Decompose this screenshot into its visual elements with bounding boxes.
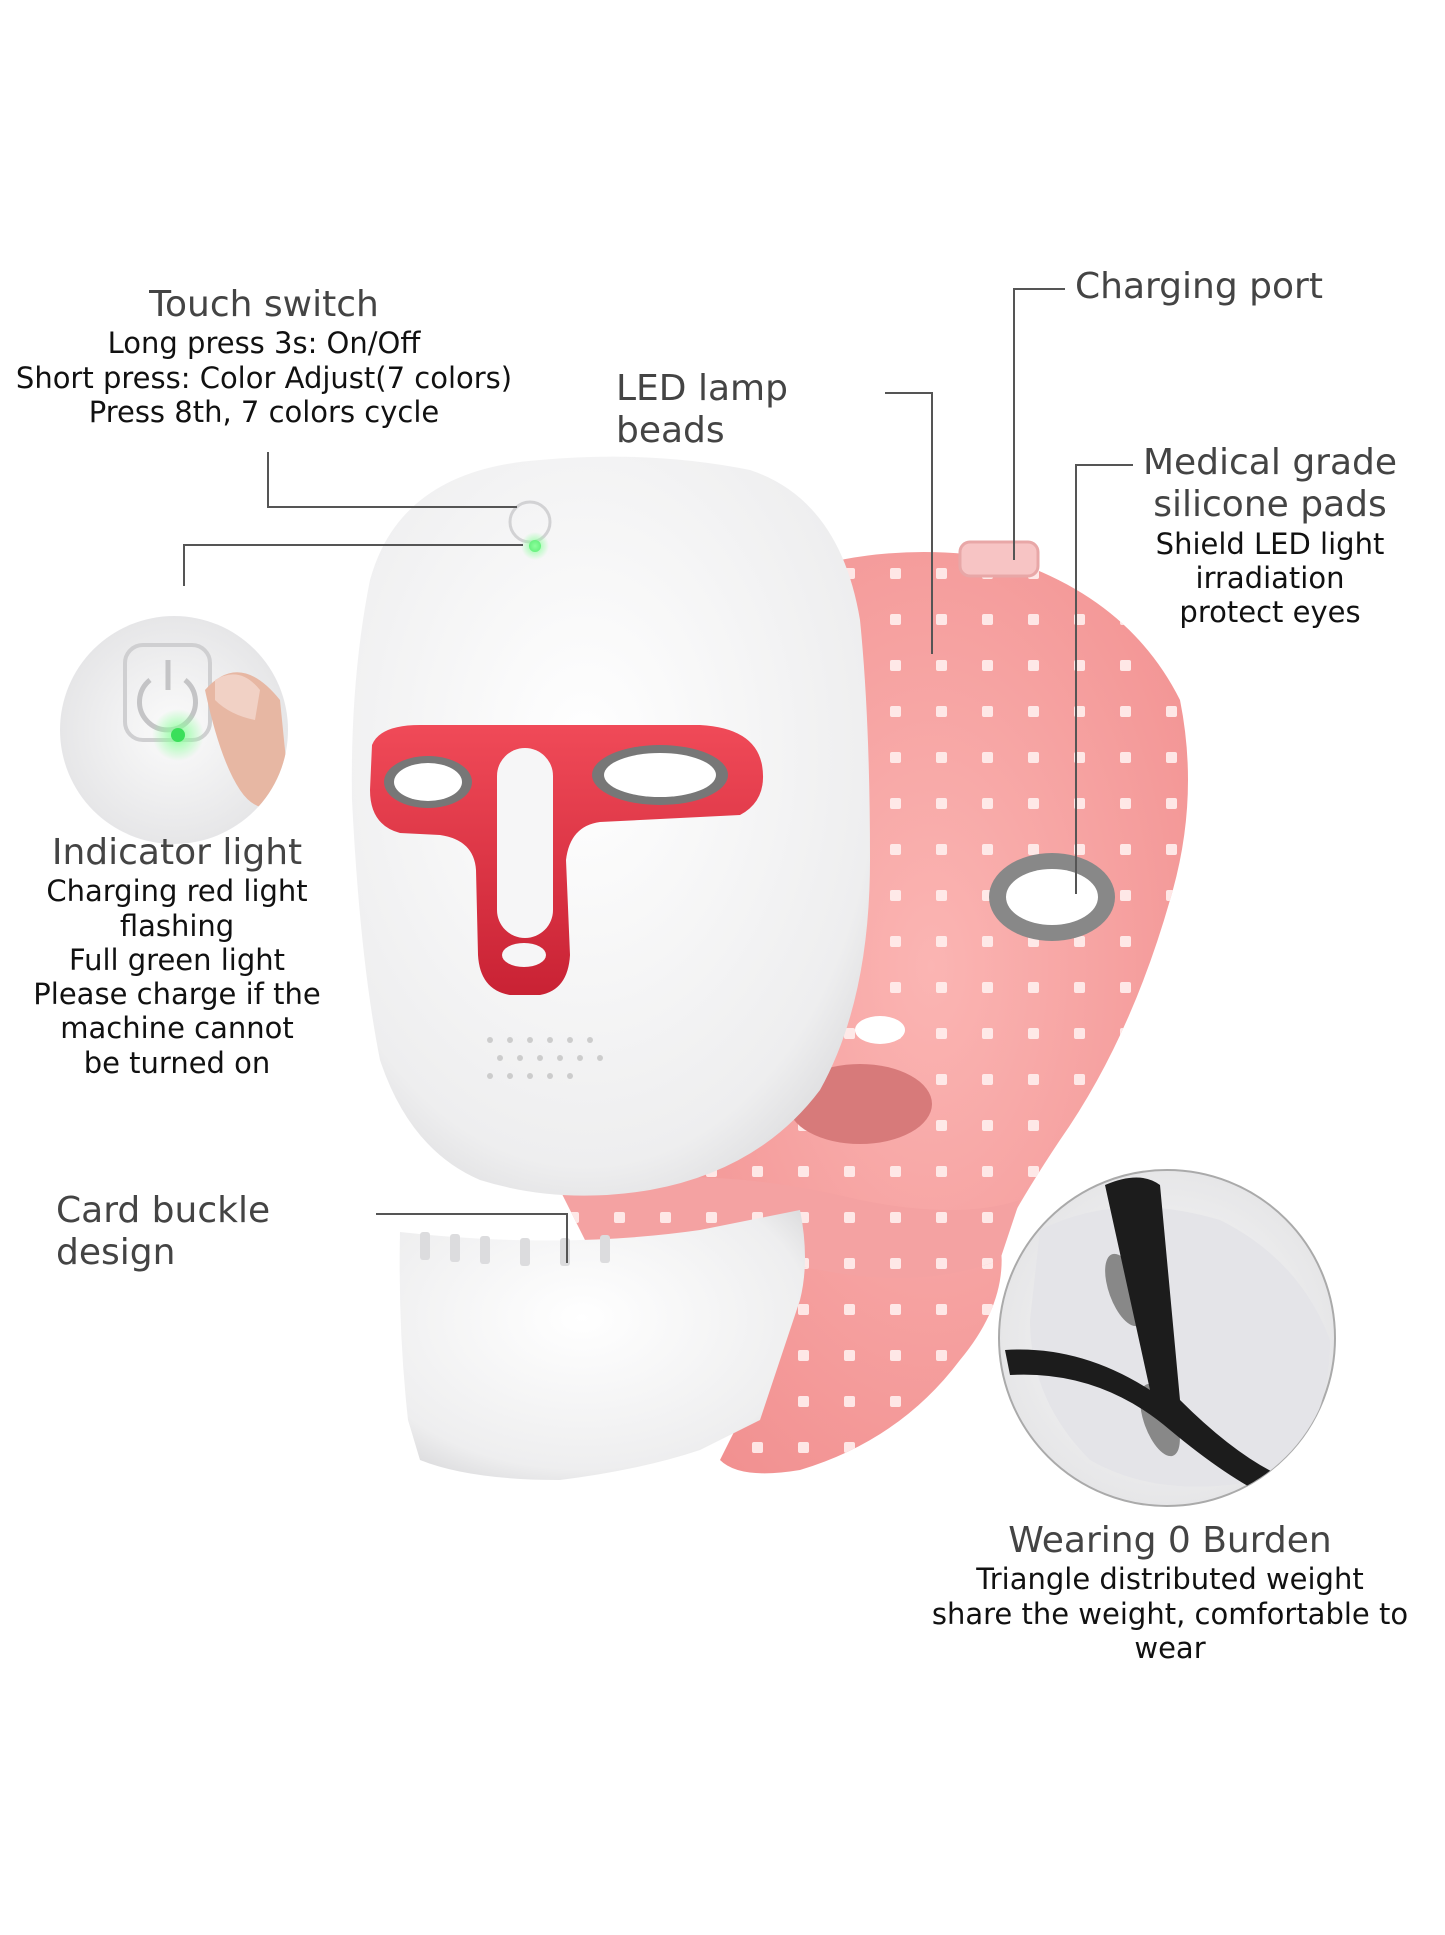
indicator-light-line-5: be turned on <box>83 1045 271 1080</box>
charging-port-title: Charging port <box>1075 266 1323 307</box>
indicator-light-callout: Indicator light Charging red light flash… <box>0 832 354 1080</box>
led-beads-title: LED lamp beads <box>616 368 788 452</box>
indicator-light-line-4: machine cannot <box>60 1011 294 1046</box>
leader-card-buckle-h <box>376 1213 568 1215</box>
silicone-title-1: Medical grade <box>1142 442 1398 483</box>
leader-led-beads-v <box>931 392 933 654</box>
charging-port-tab <box>958 540 1040 578</box>
leader-touch-switch-h <box>267 506 517 508</box>
leader-touch-switch-v <box>267 452 269 508</box>
touch-switch-line-1: Long press 3s: On/Off <box>107 326 421 361</box>
wearing-line-1: Triangle distributed weight <box>976 1562 1364 1597</box>
leader-led-beads-h <box>885 392 933 394</box>
leader-silicone-v <box>1075 464 1077 894</box>
touch-switch-callout: Touch switch Long press 3s: On/Off Short… <box>14 284 514 429</box>
indicator-light-line-2: Full green light <box>68 942 286 977</box>
silicone-title-2: silicone pads <box>1153 484 1387 526</box>
leader-charging-port-h <box>1013 288 1065 290</box>
white-neck-collar <box>399 1210 805 1480</box>
indicator-light-line-1: Charging red light flashing <box>46 874 308 943</box>
silicone-line-2: protect eyes <box>1179 595 1361 630</box>
leader-silicone-h <box>1075 464 1133 466</box>
mouth-vent-holes <box>487 1037 603 1079</box>
indicator-light-title: Indicator light <box>51 832 303 873</box>
indicator-light-line-3: Please charge if the <box>33 977 321 1012</box>
touch-switch-line-3: Press 8th, 7 colors cycle <box>88 394 440 429</box>
wearing-title: Wearing 0 Burden <box>1008 1520 1332 1561</box>
touch-switch-title: Touch switch <box>149 284 379 325</box>
card-buckle-title: Card buckle design <box>56 1190 271 1274</box>
silicone-line-1: Shield LED light irradiation <box>1155 526 1385 596</box>
leader-indicator-h <box>183 544 523 546</box>
wearing-callout: Wearing 0 Burden Triangle distributed we… <box>910 1520 1430 1665</box>
head-strap <box>1005 1177 1290 1500</box>
leader-charging-port-v <box>1013 288 1015 560</box>
white-face-mask <box>351 456 870 1196</box>
wearing-line-2: share the weight, comfortable to wear <box>931 1596 1409 1665</box>
leader-indicator-v <box>183 544 185 586</box>
touch-switch-line-2: Short press: Color Adjust(7 colors) <box>15 360 513 395</box>
leader-card-buckle-v <box>566 1213 568 1263</box>
silicone-callout: Medical grade silicone pads Shield LED l… <box>1100 442 1440 630</box>
